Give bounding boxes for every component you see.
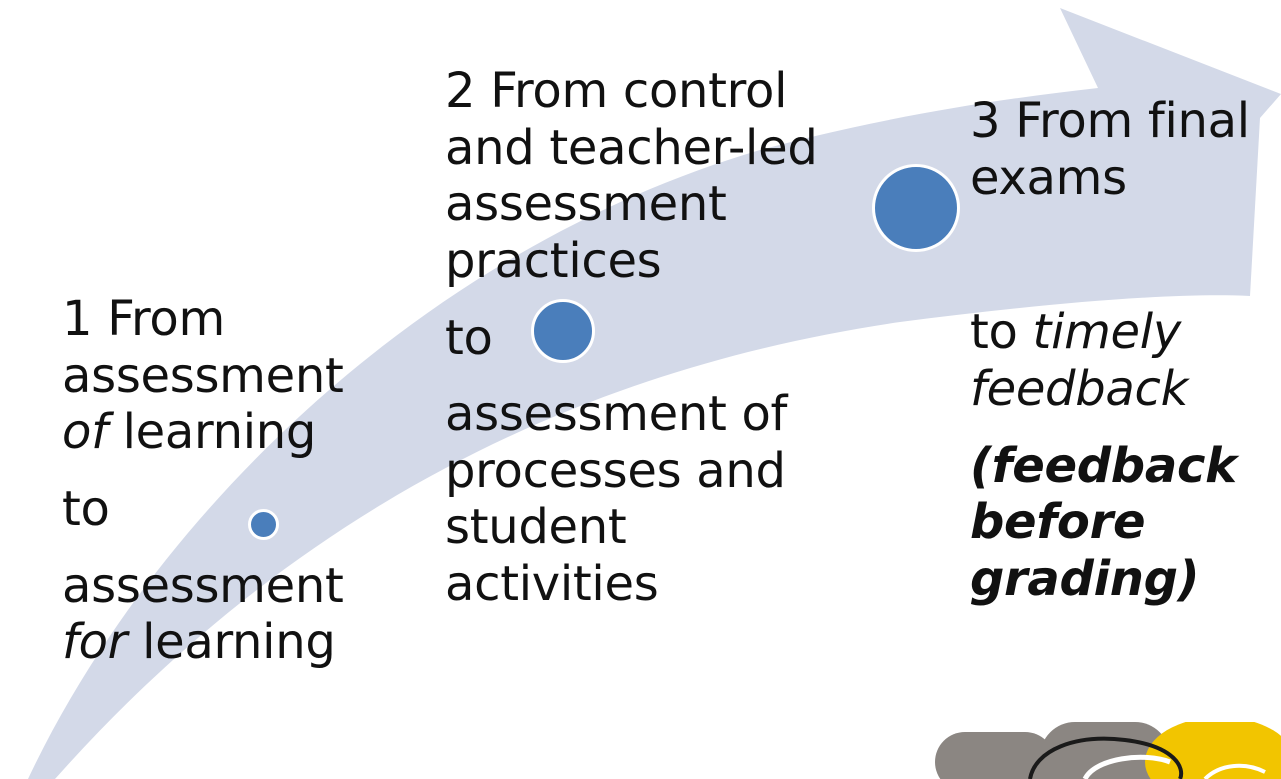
arrow-body [28, 8, 1281, 779]
step-1-from-rest: learning [107, 404, 317, 461]
step-1-from: assessment of learning [62, 348, 382, 461]
institution-logo-image [935, 722, 1281, 779]
stage-1-marker [248, 509, 279, 540]
step-1-text: 1 From assessment of learning to assessm… [62, 291, 382, 671]
step-1-from-italic: of [62, 404, 108, 461]
step-2-connector: to [445, 309, 493, 366]
stage-2-marker [531, 299, 595, 363]
step-3-to-italic: timely feedback [970, 304, 1189, 417]
step-1-from-line1: assessment [62, 347, 344, 404]
step-1-to-rest: learning [127, 614, 336, 671]
step-2-to: assessment of processes and student acti… [445, 386, 788, 612]
step-3-to-prefix: to [970, 304, 1033, 361]
step-1-to: assessment for learning [62, 558, 382, 671]
step-2-title: 2 From control and teacher-led assessmen… [445, 63, 845, 290]
step-1-to-italic: for [62, 614, 128, 671]
step-2-text: 2 From control and teacher-led assessmen… [445, 63, 845, 613]
stage-3-marker [872, 164, 960, 252]
step-1-title: 1 From [62, 291, 225, 347]
step-3-text: 3 From final exams to timely feedback (f… [970, 93, 1281, 607]
step-1-to-line1: assessment [62, 557, 344, 614]
step-2-title-text: 2 From control and teacher-led assessmen… [445, 63, 818, 289]
step-1-connector: to [62, 480, 110, 537]
step-3-to: to timely feedback [970, 304, 1281, 417]
step-3-note: (feedback before grading) [970, 437, 1237, 607]
step-3-title: 3 From final exams [970, 93, 1250, 206]
